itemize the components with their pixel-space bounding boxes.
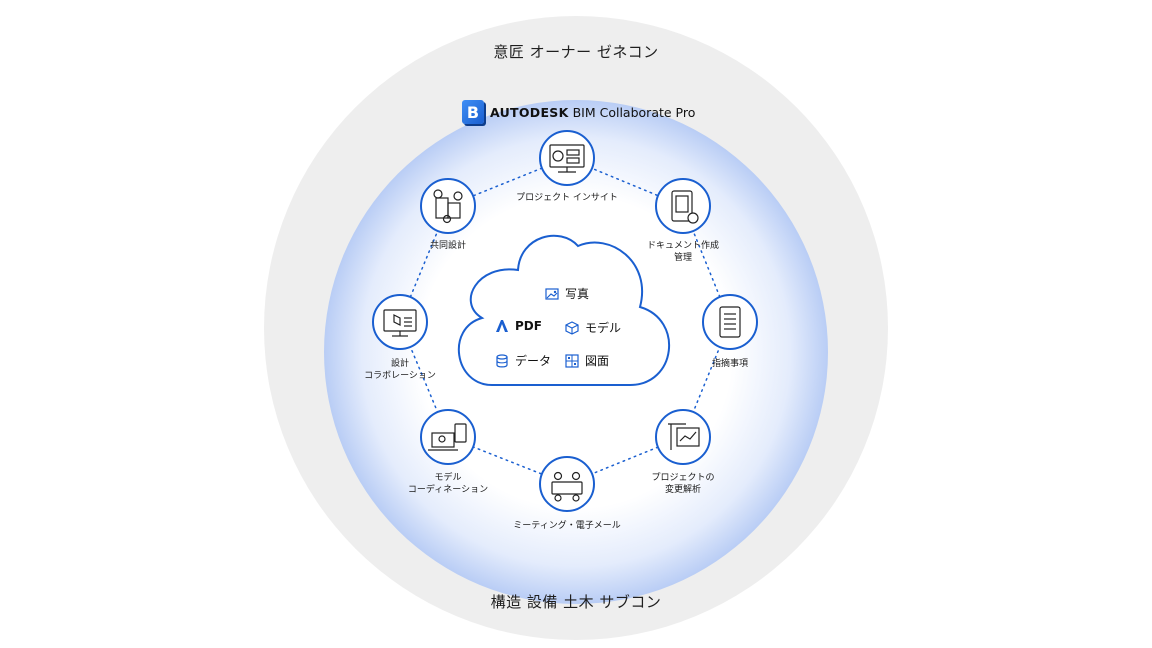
cloud-shape xyxy=(457,234,671,386)
node-circle-design-collaboration[interactable] xyxy=(372,294,428,350)
bim-collaborate-logo: B xyxy=(462,100,484,124)
node-circle-co-design[interactable] xyxy=(420,178,476,234)
monitor-cube-icon xyxy=(383,309,417,337)
node-label-issues: 指摘事項 xyxy=(711,359,748,369)
node-circle-project-insight[interactable] xyxy=(539,130,595,186)
cloud-item-photo-label: 写真 xyxy=(565,287,590,301)
cloud-item-data-label: データ xyxy=(515,354,552,368)
cloud-item-photo: 写真 xyxy=(545,285,589,302)
brand-title: AUTODESK BIM Collaborate Pro xyxy=(490,105,695,120)
cloud-item-data: データ xyxy=(495,352,551,369)
node-label-project-insight: プロジェクト インサイト xyxy=(516,193,618,203)
monitor-dashboard-icon xyxy=(549,144,585,173)
node-label-design-collaboration: 設計 コラボレーション xyxy=(364,359,436,381)
brand-company: AUTODESK xyxy=(490,104,569,120)
brand-header: B AUTODESK BIM Collaborate Pro xyxy=(462,99,695,125)
node-label-document-management: ドキュメント作成 管理 xyxy=(646,241,719,263)
brand-product: BIM Collaborate Pro xyxy=(572,104,696,120)
node-circle-meeting-email[interactable] xyxy=(539,456,595,512)
node-label-model-coordination: モデル コーディネーション xyxy=(407,473,489,495)
outer-ring-bottom-label: 構造 設備 土木 サブコン xyxy=(490,593,662,611)
database-icon xyxy=(496,353,508,367)
crane-chart-icon xyxy=(668,423,700,450)
node-circle-change-analysis[interactable] xyxy=(655,409,711,465)
cloud-item-model-label: モデル xyxy=(585,321,622,335)
meeting-people-icon xyxy=(551,471,583,502)
cloud-item-pdf-label: PDF xyxy=(515,319,542,333)
pdf-icon xyxy=(496,320,508,332)
node-circle-issues[interactable] xyxy=(702,294,758,350)
tablet-checklist-icon xyxy=(719,306,741,338)
image-icon xyxy=(545,287,559,300)
cloud-item-drawing-label: 図面 xyxy=(585,354,610,368)
building-people-icon xyxy=(433,189,463,224)
node-label-change-analysis: プロジェクトの 変更解析 xyxy=(651,473,715,495)
node-label-co-design: 共同設計 xyxy=(429,241,466,251)
cloud-item-drawing: 図面 xyxy=(565,352,609,369)
node-label-meeting-email: ミーティング・電子メール xyxy=(513,521,621,531)
model-cube-icon xyxy=(565,320,579,335)
cloud-item-pdf: PDF xyxy=(495,319,542,333)
drawing-icon xyxy=(565,353,579,368)
cloud-item-model: モデル xyxy=(565,319,621,336)
tablet-document-icon xyxy=(671,190,699,224)
node-circle-document-management[interactable] xyxy=(655,178,711,234)
node-circle-model-coordination[interactable] xyxy=(420,409,476,465)
laptop-phone-icon xyxy=(428,423,467,451)
outer-ring-top-label: 意匠 オーナー ゼネコン xyxy=(493,43,659,61)
